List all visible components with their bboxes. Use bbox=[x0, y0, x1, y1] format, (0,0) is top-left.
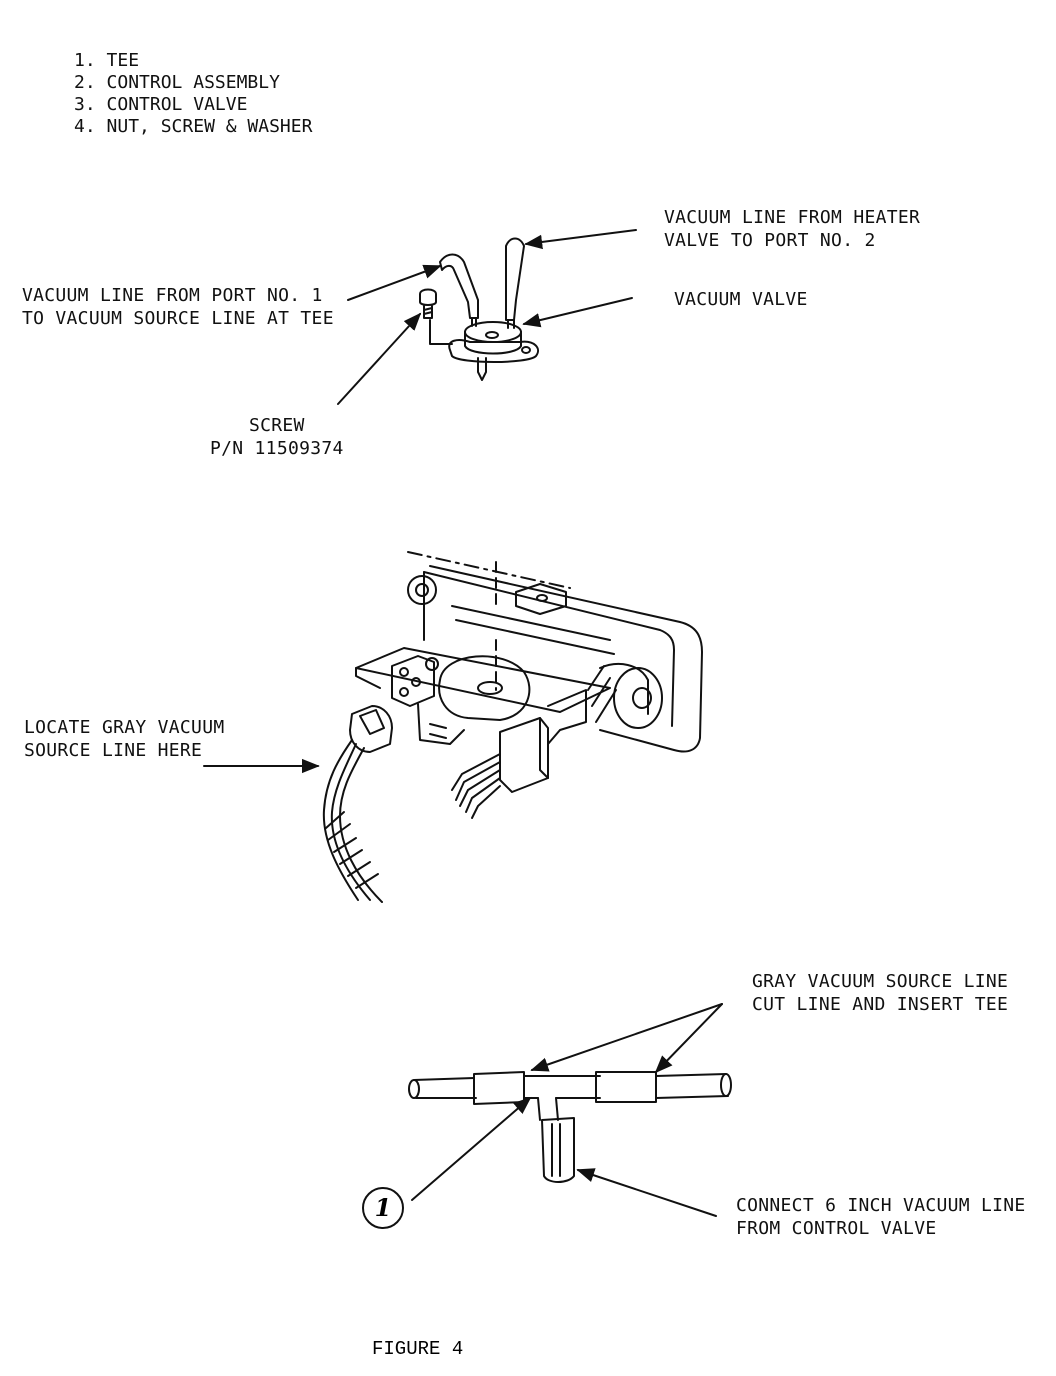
parts-item-3: 3. CONTROL VALVE bbox=[74, 94, 248, 115]
leader-vacuum-valve bbox=[522, 297, 633, 328]
leader-tee-callout bbox=[411, 1096, 532, 1201]
figure-caption: FIGURE 4 bbox=[372, 1338, 464, 1360]
parts-item-1: 1. TEE bbox=[74, 50, 140, 71]
control-assembly-drawing bbox=[322, 551, 703, 903]
parts-item-4: 4. NUT, SCREW & WASHER bbox=[74, 116, 313, 137]
leader-connect-line bbox=[576, 1168, 717, 1217]
label-connect-line: CONNECT 6 INCH VACUUM LINE FROM CONTROL … bbox=[736, 1195, 1026, 1239]
parts-item-2: 2. CONTROL ASSEMBLY bbox=[74, 72, 280, 93]
label-screw: SCREW P/N 11509374 bbox=[210, 415, 344, 459]
vacuum-valve-drawing bbox=[419, 237, 539, 381]
label-vacuum-valve: VACUUM VALVE bbox=[674, 289, 808, 310]
tee-drawing bbox=[408, 1071, 732, 1183]
label-port1-line: VACUUM LINE FROM PORT NO. 1 TO VACUUM SO… bbox=[22, 285, 334, 329]
parts-list: 1. TEE 2. CONTROL ASSEMBLY 3. CONTROL VA… bbox=[74, 50, 312, 138]
tee-callout-number: 1 bbox=[362, 1187, 404, 1229]
label-locate-line: LOCATE GRAY VACUUM SOURCE LINE HERE bbox=[24, 717, 225, 761]
leader-gray-right bbox=[654, 1003, 723, 1074]
leader-screw bbox=[337, 312, 422, 405]
label-gray-line: GRAY VACUUM SOURCE LINE CUT LINE AND INS… bbox=[752, 971, 1009, 1015]
label-heater-line: VACUUM LINE FROM HEATER VALVE TO PORT NO… bbox=[664, 207, 921, 251]
leader-heater-line bbox=[524, 229, 637, 250]
leader-port1-line bbox=[347, 264, 442, 301]
leader-gray-left bbox=[530, 1003, 723, 1072]
